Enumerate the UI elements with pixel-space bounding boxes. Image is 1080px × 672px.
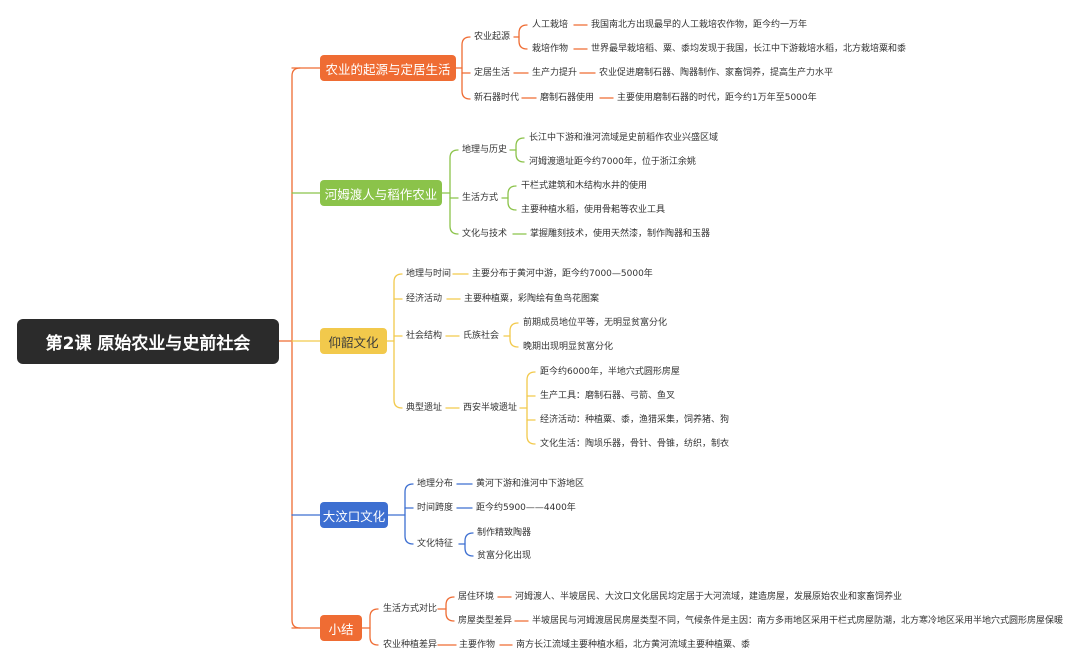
leaf-cultivated-crops[interactable]: 世界最早栽培稻、粟、黍均发现于我国，长江中下游栽培水稻，北方栽培粟和黍 [591,44,907,54]
node-lifestyle-compare[interactable]: 生活方式对比 [383,604,438,614]
leaf-polished-stone[interactable]: 主要使用磨制石器的时代，距今约1万年至5000年 [617,93,817,103]
leaf-time-span[interactable]: 距今约5900——4400年 [476,503,576,513]
node-lifestyle[interactable]: 生活方式 [462,193,499,203]
leaf-late-inequality[interactable]: 晚期出现明显贫富分化 [523,342,614,352]
topic-yangshao[interactable]: 仰韶文化 [320,328,387,354]
node-social-structure[interactable]: 社会结构 [406,331,443,341]
topic-dawenkou[interactable]: 大汶口文化 [320,502,388,528]
leaf-living-environment[interactable]: 河姆渡人、半坡居民、大汶口文化居民均定居于大河流域，建造房屋，发展原始农业和家畜… [515,592,903,602]
leaf-carving-lacquer[interactable]: 掌握雕刻技术，使用天然漆，制作陶器和玉器 [530,229,711,239]
node-geo-time[interactable]: 地理与时间 [406,269,452,279]
leaf-stilt-house[interactable]: 干栏式建筑和木结构水井的使用 [521,181,648,191]
node-culture-tech[interactable]: 文化与技术 [462,229,508,239]
leaf-banpo-culture[interactable]: 文化生活：陶埙乐器，骨针、骨锥，纺织，制衣 [540,439,730,449]
node-settled-life[interactable]: 定居生活 [474,68,511,78]
node-agriculture-origin[interactable]: 农业起源 [474,32,511,42]
node-polished-stone[interactable]: 磨制石器使用 [540,93,595,103]
node-banpo-site[interactable]: 西安半坡遗址 [463,403,518,413]
leaf-main-crops[interactable]: 南方长江流域主要种植水稻，北方黄河流域主要种植粟、黍 [516,640,751,650]
node-neolithic[interactable]: 新石器时代 [474,93,520,103]
node-farming-diff[interactable]: 农业种植差异 [383,640,438,650]
leaf-rice-tools[interactable]: 主要种植水稻，使用骨耜等农业工具 [521,205,666,215]
node-typical-site[interactable]: 典型遗址 [406,403,443,413]
topic-hemudu[interactable]: 河姆渡人与稻作农业 [320,180,442,206]
leaf-artificial-cultivation[interactable]: 我国南北方出现最早的人工栽培农作物，距今约一万年 [591,20,808,30]
node-artificial-cultivation[interactable]: 人工栽培 [532,20,569,30]
node-cultural-features[interactable]: 文化特征 [417,539,454,549]
node-house-type[interactable]: 房屋类型差异 [458,616,513,626]
node-productivity[interactable]: 生产力提升 [532,68,578,78]
topic-agriculture-origin[interactable]: 农业的起源与定居生活 [320,55,456,81]
leaf-fine-pottery[interactable]: 制作精致陶器 [477,528,532,538]
leaf-rice-region[interactable]: 长江中下游和淮河流域是史前稻作农业兴盛区域 [529,133,719,143]
leaf-banpo-economy[interactable]: 经济活动：种植粟、黍，渔猎采集，饲养猪、狗 [540,415,730,425]
node-cultivated-crops[interactable]: 栽培作物 [532,44,569,54]
leaf-yellow-river[interactable]: 主要分布于黄河中游，距今约7000—5000年 [472,269,653,279]
leaf-house-type[interactable]: 半坡居民与河姆渡居民房屋类型不同，气候条件是主因：南方多雨地区采用干栏式房屋防潮… [532,616,1064,626]
node-distribution[interactable]: 地理分布 [417,479,454,489]
node-clan-society[interactable]: 氏族社会 [463,331,500,341]
leaf-productivity[interactable]: 农业促进磨制石器、陶器制作、家畜饲养，提高生产力水平 [599,68,834,78]
node-economy[interactable]: 经济活动 [406,294,443,304]
topic-summary[interactable]: 小结 [320,615,362,641]
leaf-banpo-tools[interactable]: 生产工具：磨制石器、弓箭、鱼叉 [540,391,676,401]
leaf-millet-pottery[interactable]: 主要种植粟，彩陶绘有鱼鸟花图案 [464,294,600,304]
root-topic[interactable]: 第2课 原始农业与史前社会 [17,319,279,364]
node-time-span[interactable]: 时间跨度 [417,503,454,513]
leaf-distribution[interactable]: 黄河下游和淮河中下游地区 [476,479,585,489]
node-living-environment[interactable]: 居住环境 [458,592,495,602]
leaf-wealth-gap[interactable]: 贫富分化出现 [477,551,532,561]
leaf-banpo-house[interactable]: 距今约6000年，半地穴式圆形房屋 [540,367,680,377]
node-geography-history[interactable]: 地理与历史 [462,145,508,155]
node-main-crops[interactable]: 主要作物 [459,640,496,650]
leaf-hemudu-site[interactable]: 河姆渡遗址距今约7000年，位于浙江余姚 [529,157,696,167]
leaf-early-equality[interactable]: 前期成员地位平等，无明显贫富分化 [523,318,668,328]
